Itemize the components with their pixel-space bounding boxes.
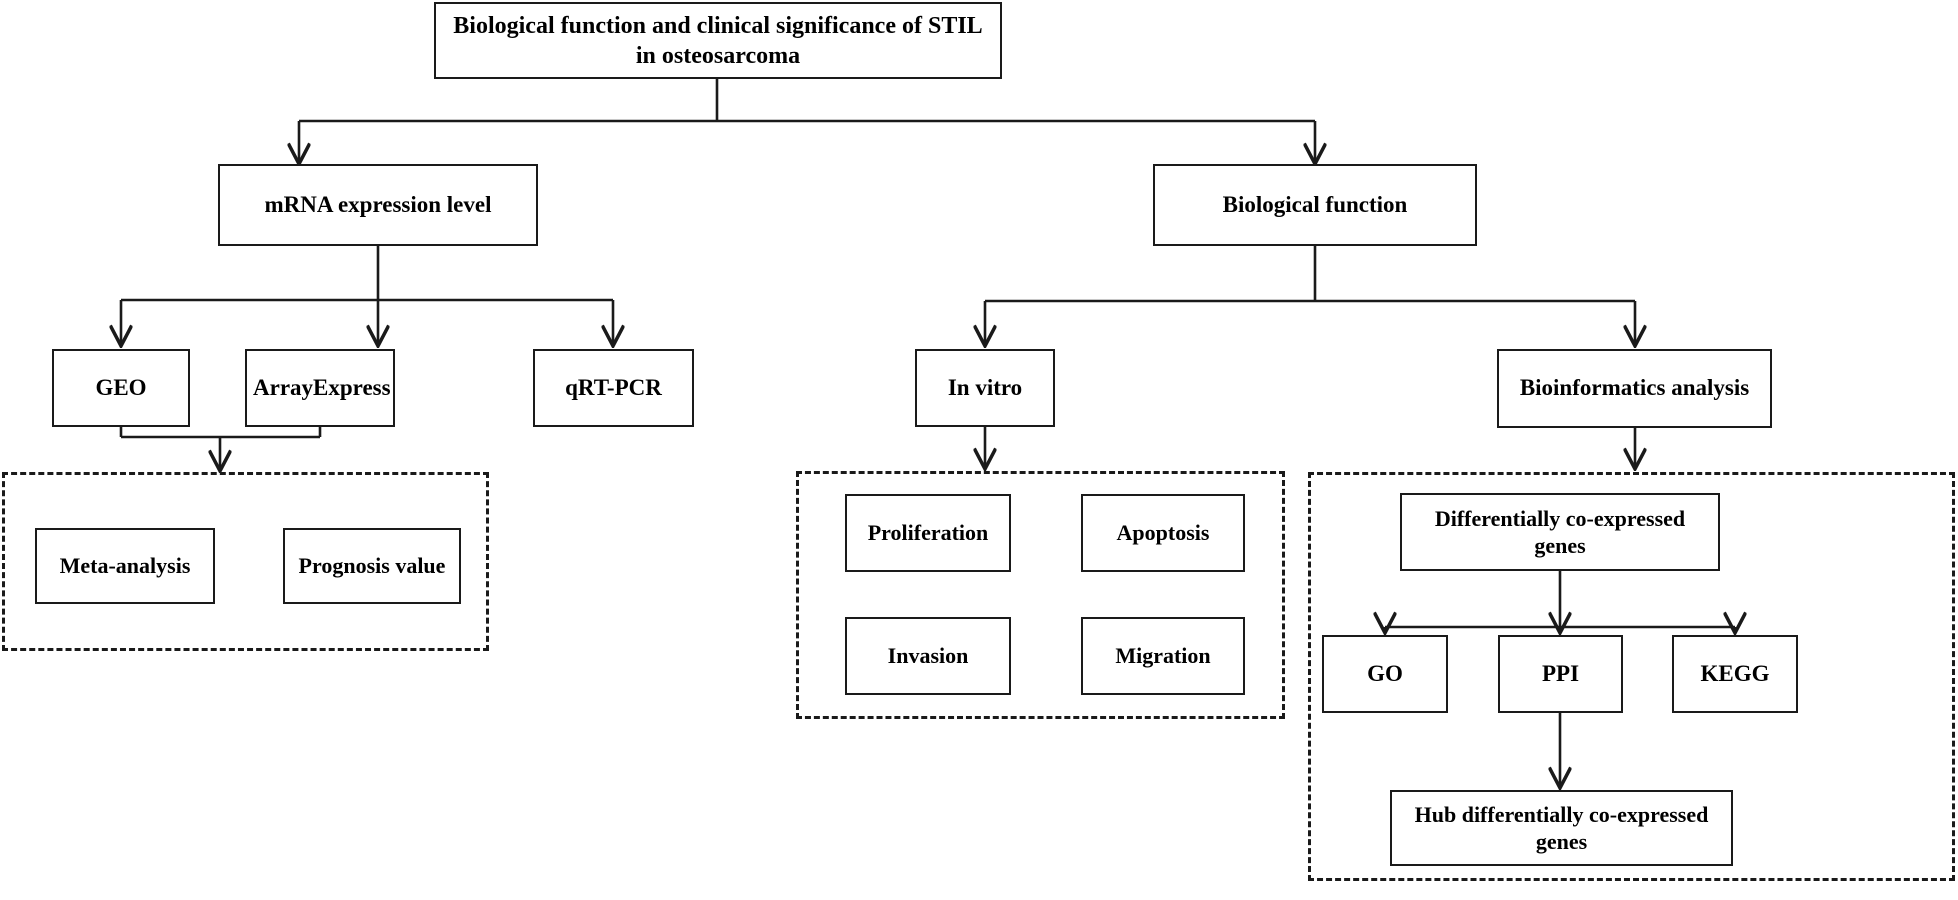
node-mrna-label: mRNA expression level <box>264 191 492 217</box>
node-bioinformatics-analysis[interactable]: Bioinformatics analysis <box>1497 349 1772 428</box>
node-prognosis-value[interactable]: Prognosis value <box>283 528 461 604</box>
node-migration[interactable]: Migration <box>1081 617 1245 695</box>
node-hub-label: Hub differentially co-expressed genes <box>1414 801 1709 855</box>
node-root[interactable]: Biological function and clinical signifi… <box>434 2 1002 79</box>
node-apoptosis-label: Apoptosis <box>1116 520 1210 546</box>
node-root-label: Biological function and clinical signifi… <box>453 12 983 69</box>
node-apoptosis[interactable]: Apoptosis <box>1081 494 1245 572</box>
node-proliferation-label: Proliferation <box>867 520 989 546</box>
node-proliferation[interactable]: Proliferation <box>845 494 1011 572</box>
group-invitro-assays <box>796 471 1285 719</box>
node-degenes-label: Differentially co-expressed genes <box>1434 505 1686 559</box>
node-ppi[interactable]: PPI <box>1498 635 1623 713</box>
node-qrt-pcr[interactable]: qRT-PCR <box>533 349 694 427</box>
node-in-vitro[interactable]: In vitro <box>915 349 1055 427</box>
node-differentially-co-expressed-genes[interactable]: Differentially co-expressed genes <box>1400 493 1720 571</box>
node-prognosis-label: Prognosis value <box>298 553 446 579</box>
node-biological-function[interactable]: Biological function <box>1153 164 1477 246</box>
node-qrtpcr-label: qRT-PCR <box>565 374 662 400</box>
node-geo[interactable]: GEO <box>52 349 190 427</box>
node-meta-analysis[interactable]: Meta-analysis <box>35 528 215 604</box>
node-mrna-expression-level[interactable]: mRNA expression level <box>218 164 538 246</box>
node-go-label: GO <box>1367 660 1403 686</box>
node-biofunc-label: Biological function <box>1222 191 1408 217</box>
node-kegg-label: KEGG <box>1700 660 1770 686</box>
group-mrna-outputs <box>2 472 489 651</box>
node-go[interactable]: GO <box>1322 635 1448 713</box>
node-kegg[interactable]: KEGG <box>1672 635 1798 713</box>
node-invitro-label: In vitro <box>947 374 1023 400</box>
node-bioinfo-label: Bioinformatics analysis <box>1519 375 1750 401</box>
node-geo-label: GEO <box>95 374 147 400</box>
node-ppi-label: PPI <box>1541 660 1580 686</box>
node-meta-label: Meta-analysis <box>59 553 191 579</box>
node-invasion[interactable]: Invasion <box>845 617 1011 695</box>
node-migration-label: Migration <box>1115 643 1211 669</box>
node-arrayexpress-label: ArrayExpress <box>253 374 391 400</box>
node-invasion-label: Invasion <box>887 643 969 669</box>
node-hub-differentially-co-expressed-genes[interactable]: Hub differentially co-expressed genes <box>1390 790 1733 866</box>
group-bioinfo-pipeline <box>1308 472 1955 881</box>
node-arrayexpress[interactable]: ArrayExpress <box>245 349 395 427</box>
